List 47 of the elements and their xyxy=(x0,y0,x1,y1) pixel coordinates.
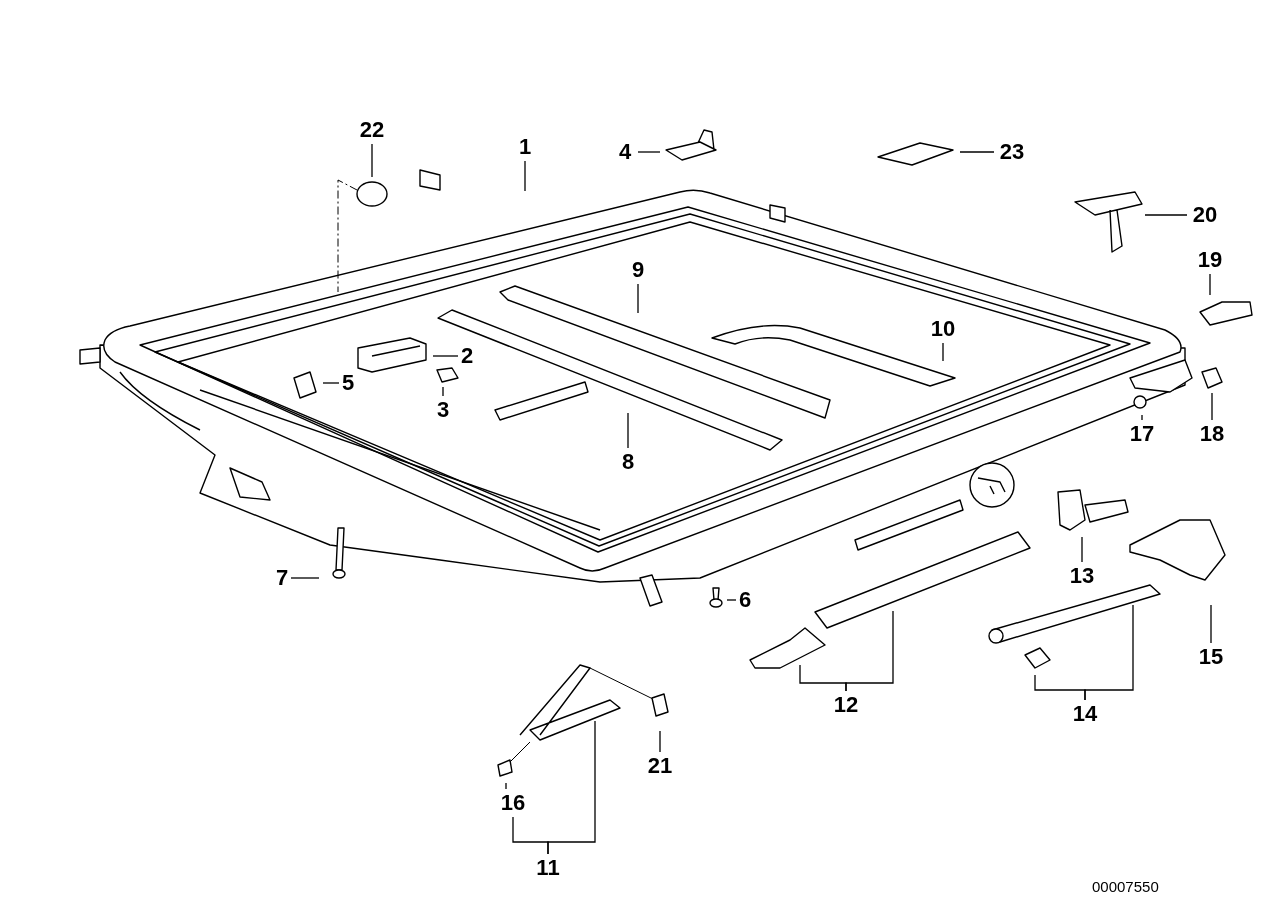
callout-number: 11 xyxy=(536,857,560,879)
callout-number: 15 xyxy=(1198,646,1224,668)
leader-line xyxy=(290,577,320,579)
leader-line xyxy=(1209,273,1211,296)
callout-number: 12 xyxy=(833,694,859,716)
leader-line xyxy=(726,599,737,601)
callout-number: 23 xyxy=(999,141,1025,163)
callout-number: 22 xyxy=(359,119,385,141)
callout-number: 19 xyxy=(1197,249,1223,271)
leader-line xyxy=(505,782,507,790)
callout-number: 18 xyxy=(1199,423,1225,445)
drawing-number: 00007550 xyxy=(1092,877,1159,897)
callout-number: 8 xyxy=(621,451,635,473)
callout-number: 1 xyxy=(518,136,532,158)
leader-line xyxy=(1144,214,1188,216)
leader-line xyxy=(845,610,894,692)
callout-number: 13 xyxy=(1069,565,1095,587)
leader-line xyxy=(627,412,629,449)
callout-number: 3 xyxy=(436,399,450,421)
leader-line xyxy=(637,283,639,314)
callout-number: 20 xyxy=(1192,204,1218,226)
leader-line xyxy=(1210,604,1212,644)
leader-line xyxy=(322,382,340,384)
callout-number: 21 xyxy=(647,755,673,777)
callout-number: 16 xyxy=(500,792,526,814)
callout-number: 10 xyxy=(930,318,956,340)
leader-line xyxy=(942,342,944,362)
leader-line xyxy=(1081,536,1083,563)
leader-line xyxy=(959,151,995,153)
callout-number: 2 xyxy=(460,345,474,367)
leader-line xyxy=(547,720,596,855)
callout-number: 5 xyxy=(341,372,355,394)
callout-number: 9 xyxy=(631,259,645,281)
leader-line xyxy=(637,151,661,153)
callout-number: 17 xyxy=(1129,423,1155,445)
callout-number: 4 xyxy=(618,141,632,163)
callout-number: 6 xyxy=(738,589,752,611)
callout-number: 7 xyxy=(275,567,289,589)
leader-line xyxy=(442,386,444,397)
leader-line xyxy=(659,730,661,753)
leader-line xyxy=(1141,414,1143,421)
leader-line xyxy=(432,355,459,357)
leader-line xyxy=(524,160,526,192)
leader-line xyxy=(1084,604,1134,701)
leader-line xyxy=(371,143,373,178)
leader-line xyxy=(1211,392,1213,421)
callout-number: 14 xyxy=(1072,703,1098,725)
